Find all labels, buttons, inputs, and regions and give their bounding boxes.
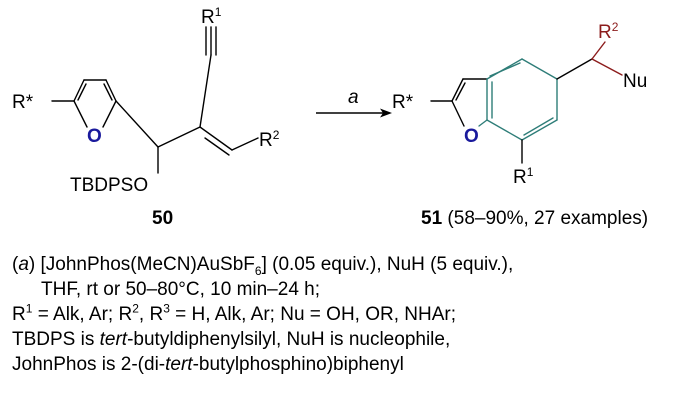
oxygen-label: O	[87, 126, 102, 147]
reactant-50-labels: R* O R1 R2 TBDPSO 50	[12, 5, 280, 229]
bond-r2	[591, 41, 606, 60]
rstar-label: R*	[392, 92, 414, 113]
compound-number-50: 50	[152, 208, 173, 229]
bond	[199, 126, 233, 151]
bond-double-inner	[77, 83, 87, 101]
conditions-line-2: THF, rt or 50–80°C, 10 min–24 h;	[41, 279, 321, 300]
nu-label: Nu	[623, 71, 647, 92]
reaction-scheme: R* O R1 R2 TBDPSO 50 a	[12, 5, 648, 229]
bond-double-inner	[523, 117, 554, 136]
r2-label: R2	[598, 20, 619, 43]
product-caption: 51 (58–90%, 27 examples)	[421, 208, 648, 229]
product-51-labels: R* O R2 Nu R1 51 (58–90%, 27 examples)	[392, 20, 648, 229]
bond-double-inner	[455, 82, 466, 101]
conditions-line-1: (a) [JohnPhos(MeCN)AuSbF6] (0.05 equiv.)…	[12, 254, 514, 278]
bond-nu	[591, 58, 623, 76]
arrow-head	[380, 108, 392, 118]
oxygen-label: O	[464, 126, 479, 147]
otbdps-label: TBDPSO	[70, 175, 148, 196]
r1-label: R1	[513, 165, 534, 188]
bond-double-inner	[204, 137, 230, 156]
conditions-line-3: R1 = Alk, Ar; R2, R3 = H, Alk, Ar; Nu = …	[12, 301, 456, 325]
bond	[486, 119, 523, 141]
arrow-label: a	[348, 87, 359, 108]
bond	[73, 79, 85, 102]
bond	[556, 58, 593, 80]
bond	[157, 126, 201, 148]
bond	[478, 119, 488, 127]
rstar-label: R*	[12, 92, 34, 113]
bond	[451, 78, 464, 102]
bond	[115, 100, 159, 148]
bond	[521, 58, 558, 80]
bond	[521, 119, 558, 141]
bond	[231, 137, 259, 151]
bond-double-inner	[103, 83, 113, 101]
reaction-arrow: a	[316, 87, 392, 118]
bond	[451, 100, 465, 127]
bond	[102, 100, 117, 128]
product-51	[430, 41, 623, 164]
bond	[73, 100, 88, 128]
r2-label: R2	[259, 128, 280, 151]
bond	[199, 54, 212, 128]
r1-label: R1	[201, 5, 222, 28]
reactant-50	[51, 26, 259, 174]
conditions-line-5: JohnPhos is 2-(di-tert-butylphosphino)bi…	[12, 354, 404, 375]
bond	[105, 79, 117, 102]
conditions-line-4: TBDPS is tert-butyldiphenylsilyl, NuH is…	[12, 329, 451, 350]
bond-double-inner	[489, 62, 521, 77]
